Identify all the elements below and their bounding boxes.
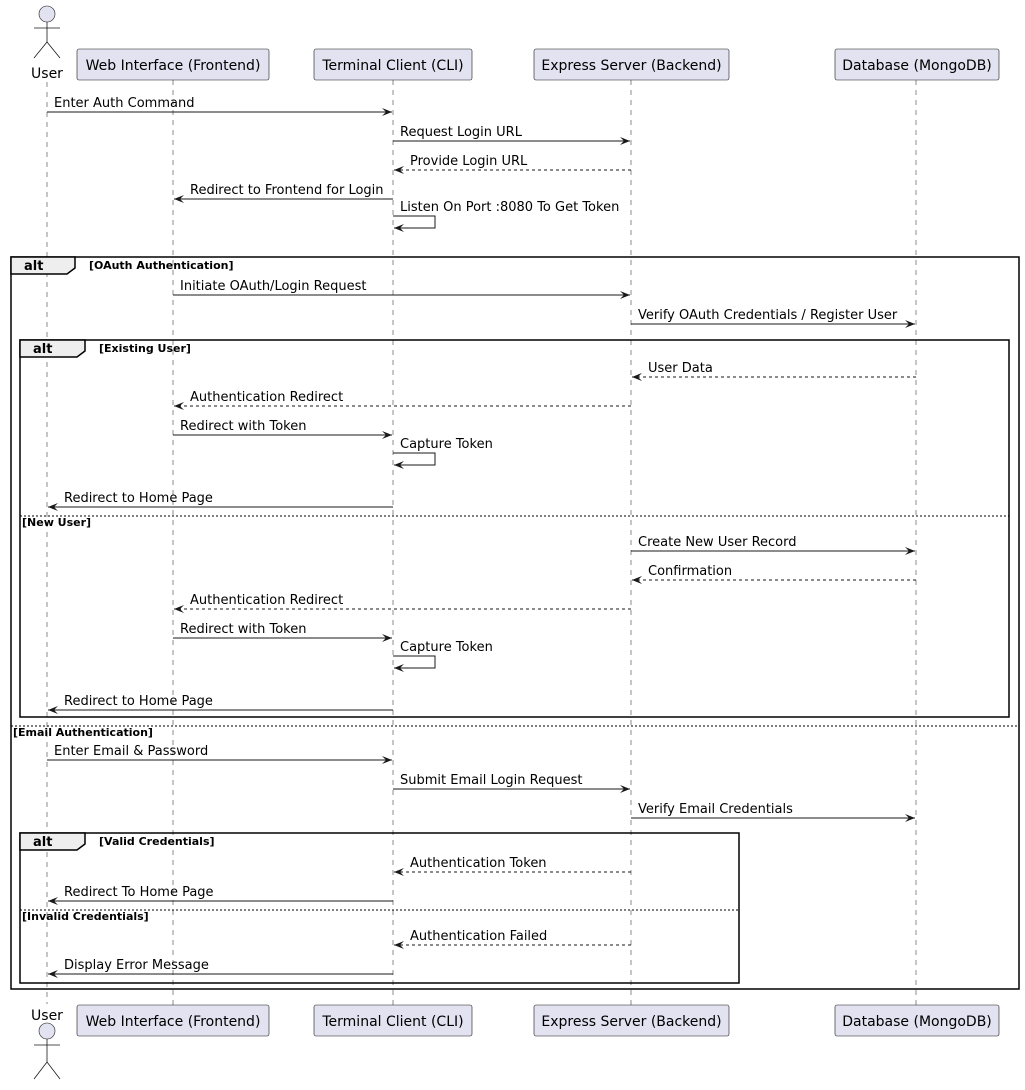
message-label: Authentication Redirect [190,390,343,405]
self-message-line [393,655,436,669]
message-label: Authentication Token [410,856,547,871]
message-arrowhead [394,664,404,672]
participant-label-srv-top: Express Server (Backend) [541,58,721,74]
alt-else-guard: [Email Authentication] [13,726,153,739]
actor-head-bottom [38,1022,56,1040]
message-arrowhead [394,868,404,876]
message-arrowhead [632,576,642,584]
message-arrowhead [905,320,915,328]
message-arrowhead [394,461,404,469]
alt-keyword: alt [33,835,52,850]
message-arrowhead [905,547,915,555]
alt-fragment-frame [10,256,1020,990]
message-label: Verify Email Credentials [638,802,793,817]
participant-box-db-top [834,48,1000,81]
alt-else-guard: [New User] [22,516,91,529]
message-arrowhead [48,970,58,978]
self-message-line [393,215,436,229]
participant-box-cli-bottom [313,1004,473,1037]
participant-label-web-bottom: Web Interface (Frontend) [86,1014,261,1030]
message-label: Authentication Redirect [190,593,343,608]
actor-legs-bottom [33,1061,61,1080]
message-arrowhead [905,814,915,822]
message-label: Redirect To Home Page [64,885,214,900]
message-label: Redirect to Home Page [64,694,213,709]
message-arrowhead [394,941,404,949]
participant-box-web-top [76,48,270,81]
message-label: Redirect with Token [180,622,306,637]
message-arrowhead [620,137,630,145]
message-label: Initiate OAuth/Login Request [180,279,366,294]
message-arrowhead [382,108,392,116]
alt-guard: [OAuth Authentication] [89,259,234,272]
message-label: Redirect with Token [180,419,306,434]
message-label: Provide Login URL [410,154,528,169]
alt-fragment-tab [19,832,86,851]
alt-guard: [Existing User] [99,342,191,355]
message-label: Display Error Message [64,958,209,973]
actor-head-top [38,5,56,23]
participant-label-srv-bottom: Express Server (Backend) [541,1014,721,1030]
participant-label-db-top: Database (MongoDB) [842,58,992,74]
alt-else-guard: [Invalid Credentials] [22,910,149,923]
participant-label-cli-top: Terminal Client (CLI) [321,58,463,74]
self-message-line [393,452,436,466]
message-label: Listen On Port :8080 To Get Token [400,200,619,215]
message-label: Confirmation [648,564,732,579]
participant-label-cli-bottom: Terminal Client (CLI) [321,1014,463,1030]
message-arrowhead [174,402,184,410]
message-arrowhead [394,166,404,174]
message-arrowhead [620,291,630,299]
message-arrowhead [48,503,58,511]
participant-label-web-top: Web Interface (Frontend) [86,58,261,74]
alt-guard: [Valid Credentials] [99,835,215,848]
participant-box-db-bottom [834,1004,1000,1037]
message-arrowhead [174,605,184,613]
participant-box-cli-top [313,48,473,81]
actor-label-top: User [31,66,63,82]
message-arrowhead [48,706,58,714]
participant-label-db-bottom: Database (MongoDB) [842,1014,992,1030]
alt-keyword: alt [33,342,52,357]
message-label: User Data [648,361,713,376]
message-arrowhead [632,373,642,381]
alt-fragment-frame [19,339,1010,718]
message-label: Submit Email Login Request [400,773,582,788]
alt-keyword: alt [24,259,43,274]
message-label: Request Login URL [400,125,523,140]
message-arrowhead [48,897,58,905]
message-label: Redirect to Home Page [64,491,213,506]
message-label: Create New User Record [638,535,797,550]
message-arrowhead [394,224,404,232]
message-arrowhead [382,431,392,439]
message-label: Enter Email & Password [54,744,208,759]
alt-fragment-tab [19,339,86,358]
message-label: Enter Auth Command [54,96,194,111]
message-label: Authentication Failed [410,929,547,944]
participant-box-srv-bottom [533,1004,730,1037]
message-arrowhead [382,756,392,764]
message-arrowhead [174,195,184,203]
actor-legs-top [33,41,61,59]
message-label: Capture Token [400,640,493,655]
alt-fragment-frame [19,832,740,984]
message-label: Redirect to Frontend for Login [190,183,384,198]
message-label: Capture Token [400,437,493,452]
message-label: Verify OAuth Credentials / Register User [638,308,898,323]
message-arrowhead [620,785,630,793]
actor-label-bottom: User [31,1008,63,1024]
message-arrowhead [382,634,392,642]
alt-fragment-tab [10,256,76,275]
participant-box-srv-top [533,48,730,81]
participant-box-web-bottom [76,1004,270,1037]
